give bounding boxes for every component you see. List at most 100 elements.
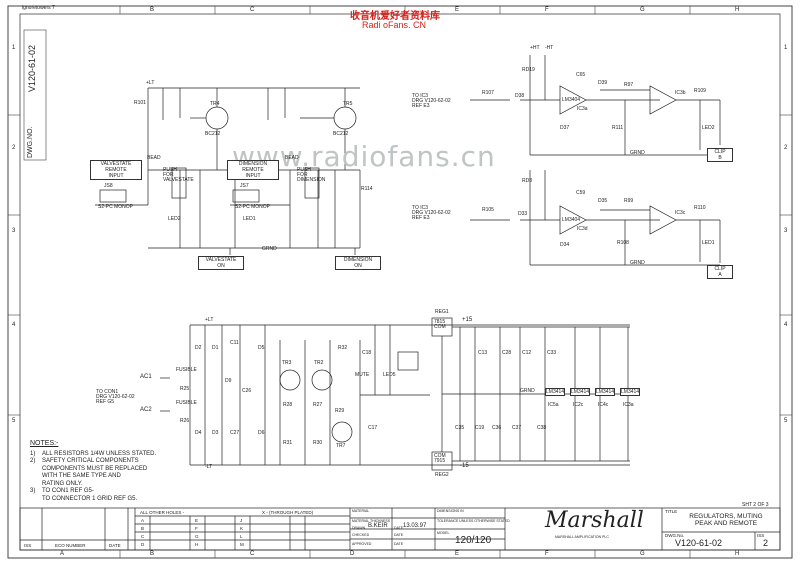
bead-valvestate: BEAD bbox=[147, 155, 161, 161]
resistor-rd19: RD19 bbox=[522, 67, 535, 73]
company-logo: Marshall bbox=[545, 508, 644, 533]
ic-supply-label-2: IC2c bbox=[573, 402, 584, 408]
note-number: 1) bbox=[30, 450, 36, 457]
grid-col-b-bottom: B bbox=[150, 551, 155, 557]
diode-d5: D5 bbox=[258, 345, 265, 351]
note-item: 2) SAFETY CRITICAL COMPONENTS COMPONENTS… bbox=[30, 458, 200, 488]
push-for-valvestate: PUSH FOR VALVESTATE bbox=[163, 167, 194, 183]
resistor-r29: R29 bbox=[335, 408, 345, 414]
resistor-r105: R105 bbox=[482, 207, 494, 213]
transistor-tr4-label: TR4 bbox=[210, 101, 220, 107]
diode-d6: D6 bbox=[258, 430, 265, 436]
dimensions-in-label: DIMENSIONS IN bbox=[437, 509, 464, 513]
dwg-no-value: V120-61-02 bbox=[675, 538, 723, 548]
clip-a-to-label: TO IC3 DRG V120-62-02 REF E3 bbox=[412, 205, 451, 221]
grid-row-4: 4 bbox=[12, 322, 16, 328]
lt-neg-power: -LT bbox=[205, 464, 213, 470]
through-plated-header: X - (THROUGH PLATED) bbox=[262, 510, 314, 515]
corner-text: ignoretowers 7 bbox=[22, 5, 55, 11]
watermark-en: Radi oFans. CN bbox=[362, 20, 427, 30]
jack-js8-type: S2-PC MONOP bbox=[98, 204, 134, 210]
to-con1-label: TO CON1 DRG V120-62-02 REF G5 bbox=[96, 389, 135, 405]
rail-neg-b: -HT bbox=[545, 45, 554, 51]
ic-ic3c: IC3c bbox=[675, 210, 686, 216]
dwg-no-label: DWG.No. bbox=[665, 533, 685, 538]
ic-ic3b: IC3b bbox=[675, 90, 686, 96]
v-neg-15: -15 bbox=[460, 463, 469, 469]
iss-label: ISS bbox=[757, 533, 765, 538]
grid-col-c-bottom: C bbox=[250, 551, 255, 557]
iss-header: ISS bbox=[24, 543, 32, 548]
dimension-on-box: DIMENSION ON bbox=[335, 256, 381, 270]
led-clip-a: LED1 bbox=[702, 240, 715, 246]
jack-js7-label: JS7 bbox=[240, 183, 249, 189]
notes-block: NOTES:- 1) ALL RESISTORS 1/4W UNLESS STA… bbox=[30, 440, 200, 503]
resistor-r111: R111 bbox=[612, 125, 624, 131]
note-number: 2) bbox=[30, 458, 36, 464]
rail-pos-b: +HT bbox=[530, 45, 540, 51]
grid-row-1-right: 1 bbox=[784, 45, 788, 51]
watermark-cn: 收音机爱好者资料库 bbox=[350, 11, 440, 22]
cap-c17: C17 bbox=[368, 425, 378, 431]
push-for-dimension: PUSH FOR DIMENSION bbox=[297, 167, 326, 183]
diode-d2: D2 bbox=[195, 345, 202, 351]
title-label: TITLE bbox=[665, 509, 678, 514]
hole-col-j: J bbox=[240, 518, 243, 523]
power-grnd: GRND bbox=[520, 388, 535, 394]
transistor-tr4-type: BC212 bbox=[205, 131, 221, 137]
transistor-tr7: TR7 bbox=[336, 443, 346, 449]
diode-d9: D9 bbox=[225, 378, 232, 384]
hole-col-f: F bbox=[195, 526, 198, 531]
grid-row-5: 5 bbox=[12, 418, 16, 424]
ac1-label: AC1 bbox=[140, 374, 152, 380]
grid-row-2: 2 bbox=[12, 145, 16, 151]
grid-col-h-bottom: H bbox=[735, 551, 740, 557]
diode-d33: D33 bbox=[518, 211, 528, 217]
diode-d4: D4 bbox=[195, 430, 202, 436]
resistor-rd8: RD8 bbox=[522, 178, 533, 184]
diode-d39: D39 bbox=[598, 80, 608, 86]
grid-row-3-right: 3 bbox=[784, 228, 788, 234]
led5-label: LED5 bbox=[383, 372, 396, 378]
grid-col-f-top: F bbox=[545, 7, 549, 13]
model-value: 120/120 bbox=[455, 535, 492, 546]
note-item: 1) ALL RESISTORS 1/4W UNLESS STATED. bbox=[30, 451, 200, 459]
resistor-r28: R28 bbox=[283, 402, 293, 408]
hole-row-d: D bbox=[141, 542, 145, 547]
material-label: MATERIAL bbox=[352, 509, 370, 513]
cap-c13: C13 bbox=[478, 350, 488, 356]
margin-dwg-label: DWG.NO. bbox=[27, 126, 34, 159]
note-text: SAFETY CRITICAL COMPONENTS COMPONENTS MU… bbox=[42, 458, 148, 487]
diode-d37: D37 bbox=[560, 125, 570, 131]
valvestate-on-box: VALVESTATE ON bbox=[198, 256, 244, 270]
ic-supply-box-4: LM3414 bbox=[620, 388, 640, 396]
note-text: ALL RESISTORS 1/4W UNLESS STATED. bbox=[42, 450, 157, 457]
opamp-a: LM3404 bbox=[562, 217, 581, 223]
clip-a-output: CLIP A bbox=[707, 265, 733, 279]
tolerance-label: TOLERANCE UNLESS OTHERWISE STATED bbox=[437, 519, 510, 523]
ic-ic3d: IC3d bbox=[577, 226, 588, 232]
hole-row-a: A bbox=[141, 518, 145, 523]
cap-c12: C12 bbox=[522, 350, 532, 356]
resistor-r114: R114 bbox=[361, 186, 373, 192]
grid-col-f-bottom: F bbox=[545, 551, 549, 557]
jack-js7-type: S2-PC MONOP bbox=[235, 204, 271, 210]
grid-col-a-bottom: A bbox=[60, 551, 65, 557]
hole-col-k: K bbox=[240, 526, 244, 531]
cap-c37: C37 bbox=[512, 425, 522, 431]
ic-ic3a: IC3a bbox=[577, 106, 588, 112]
resistor-r109: R109 bbox=[694, 88, 706, 94]
reg2-type: COM 7915 bbox=[434, 453, 446, 464]
mute-label: MUTE bbox=[355, 372, 370, 378]
date-header: DATE bbox=[109, 543, 121, 548]
resistor-r32: R32 bbox=[338, 345, 348, 351]
hole-col-g: G bbox=[195, 534, 199, 539]
eco-header: ECO NUMBER bbox=[55, 543, 86, 548]
resistor-r99: R99 bbox=[624, 198, 634, 204]
margin-dwg-number: V120-61-02 bbox=[27, 44, 37, 92]
hole-col-h: H bbox=[195, 542, 199, 547]
cap-c19: C19 bbox=[475, 425, 485, 431]
ic-supply-label-1: IC5a bbox=[548, 402, 559, 408]
drawn-label: DRAWN bbox=[352, 526, 366, 530]
diode-d34: D34 bbox=[560, 242, 570, 248]
